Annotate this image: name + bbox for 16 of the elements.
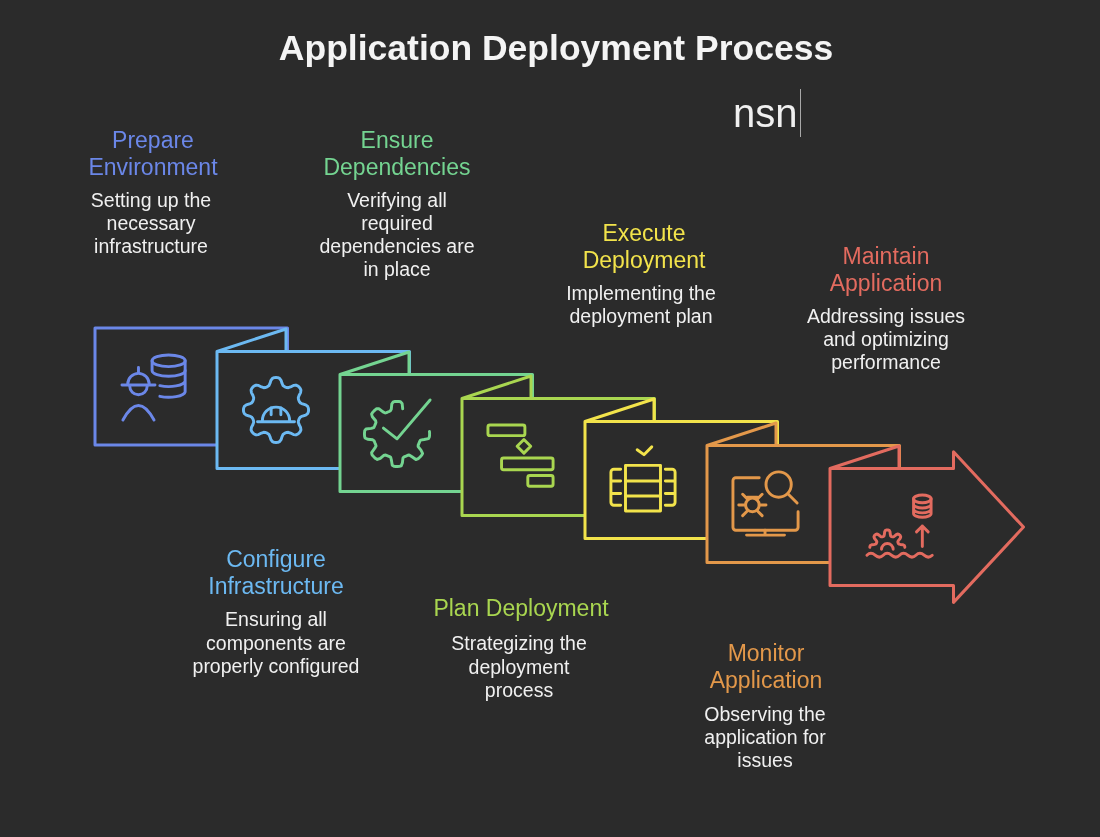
step-description: Strategizing the deployment process <box>451 632 587 701</box>
step-description: Addressing issues and optimizing performance <box>806 304 966 373</box>
step-description: Ensuring all components are properly configured <box>192 608 360 677</box>
step-title: Prepare Environment <box>88 126 218 180</box>
typed-text: nsn <box>733 89 801 137</box>
step-title: Ensure Dependencies <box>323 126 471 180</box>
step-title: Plan Deployment <box>433 595 609 622</box>
step-title: Configure Infrastructure <box>208 546 344 600</box>
step-description: Observing the application for issues <box>704 702 826 771</box>
page-title: Application Deployment Process <box>278 27 834 70</box>
step-description: Verifying all required dependencies are in place <box>319 188 475 281</box>
step-title: Execute Deployment <box>582 219 706 273</box>
step-title: Maintain Application <box>829 242 943 296</box>
step-description: Setting up the necessary infrastructure <box>90 188 212 257</box>
step-description: Implementing the deployment plan <box>566 281 716 327</box>
step-title: Monitor Application <box>709 639 823 693</box>
